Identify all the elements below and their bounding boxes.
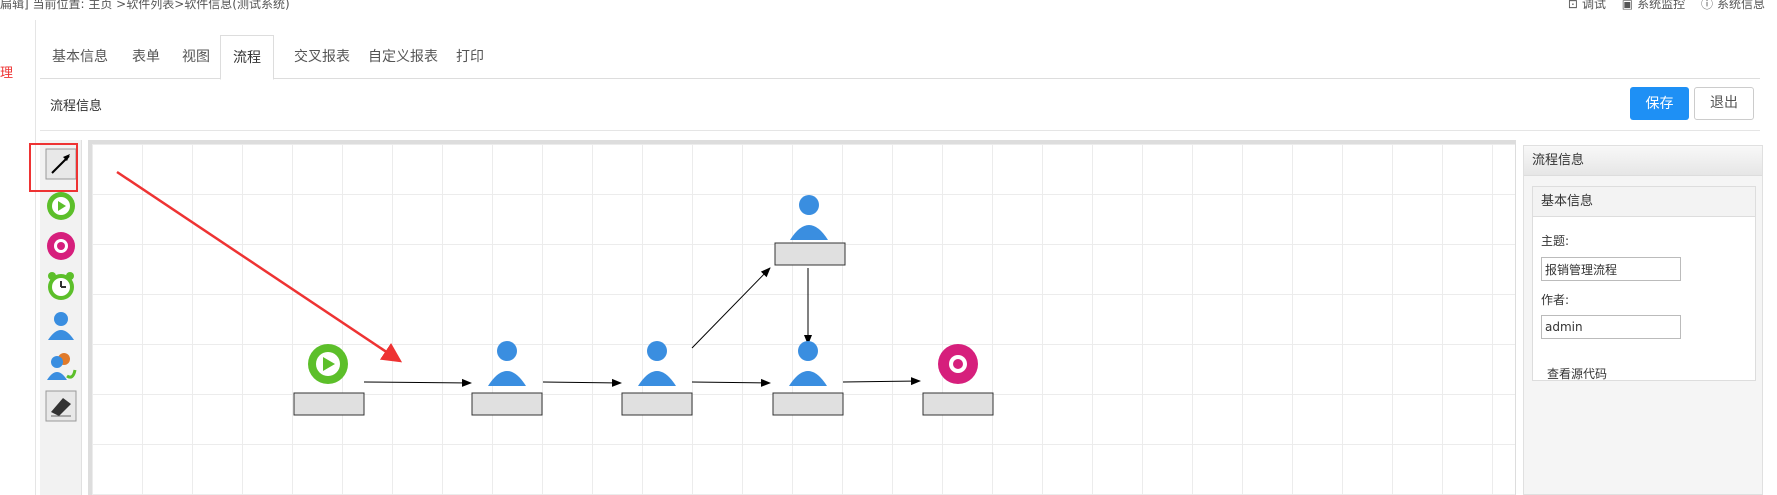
user-task-node	[471, 341, 543, 416]
multi-user-task-icon[interactable]	[45, 350, 77, 382]
flow-edge	[691, 378, 771, 387]
start-node-icon[interactable]	[45, 190, 77, 222]
flow-edge	[363, 378, 472, 387]
card-title: 基本信息	[1533, 187, 1755, 217]
tab-custom-report[interactable]: 自定义报表	[368, 49, 438, 65]
author-label: 作者:	[1541, 293, 1570, 307]
panel-title: 流程信息	[1524, 146, 1762, 176]
exit-button[interactable]: 退出	[1694, 87, 1754, 120]
divider	[40, 130, 1760, 131]
properties-panel: 流程信息 基本信息 主题: 作者: 查看源代码	[1523, 145, 1763, 495]
tab-process[interactable]: 流程	[220, 35, 274, 80]
left-divider	[35, 20, 36, 495]
subject-label: 主题:	[1541, 234, 1570, 248]
user-task-icon[interactable]	[45, 310, 77, 342]
tab-form[interactable]: 表单	[132, 49, 160, 65]
monitor-icon: ▣	[1621, 0, 1634, 11]
view-source-link[interactable]: 查看源代码	[1547, 367, 1608, 381]
highlight-box	[29, 143, 78, 192]
debug-icon: ⊡	[1567, 0, 1578, 11]
end-node-icon[interactable]	[45, 230, 77, 262]
debug-link[interactable]: ⊡调试	[1568, 0, 1606, 11]
section-title: 流程信息	[50, 99, 103, 114]
tab-basic-info[interactable]: 基本信息	[52, 49, 108, 65]
flow-toolbar	[40, 140, 82, 495]
tab-cross-report[interactable]: 交叉报表	[294, 49, 350, 65]
flow-edge	[691, 267, 771, 349]
start-node	[293, 344, 365, 416]
left-menu-fragment[interactable]: 理	[0, 66, 14, 81]
author-input[interactable]	[1541, 315, 1681, 339]
annotation-arrow	[116, 170, 403, 363]
subject-input[interactable]	[1541, 257, 1681, 281]
breadcrumb: 扁辑] 当前位置: 主页 >软件列表>软件信息(测试系统)	[0, 0, 290, 11]
end-node	[922, 344, 994, 416]
tab-bar: 基本信息 表单 视图 流程 交叉报表 自定义报表 打印	[40, 35, 1760, 80]
eraser-icon[interactable]	[45, 390, 77, 422]
monitor-link[interactable]: ▣系统监控	[1622, 0, 1685, 11]
tab-view[interactable]: 视图	[182, 49, 210, 65]
info-icon: ⓘ	[1700, 0, 1713, 11]
timer-node-icon[interactable]	[45, 270, 77, 302]
basic-info-card: 基本信息 主题: 作者: 查看源代码	[1532, 186, 1756, 381]
top-bar: 扁辑] 当前位置: 主页 >软件列表>软件信息(测试系统) ⊡调试 ▣系统监控 …	[0, 0, 1777, 14]
user-task-node	[772, 341, 844, 416]
flow-edge	[542, 378, 622, 387]
save-button[interactable]: 保存	[1630, 87, 1689, 120]
user-task-node	[621, 341, 693, 416]
pointer-arrow-icon[interactable]	[45, 148, 77, 180]
flow-edge	[842, 377, 921, 386]
tab-print[interactable]: 打印	[456, 49, 484, 65]
user-task-node	[774, 195, 846, 266]
